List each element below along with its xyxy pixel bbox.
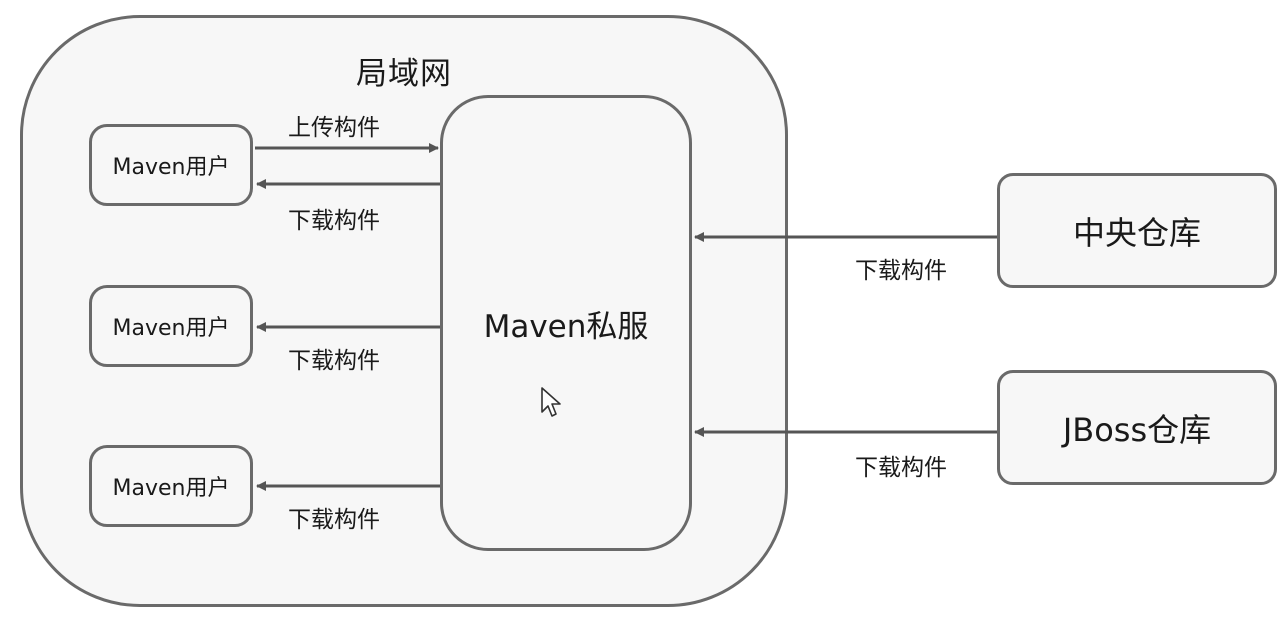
download-label-1: 下载构件 <box>288 208 380 234</box>
lan-title: 局域网 <box>356 56 452 92</box>
upload-label: 上传构件 <box>288 115 380 141</box>
maven-private-server-node: Maven私服 <box>440 95 692 551</box>
download-label-3: 下载构件 <box>288 507 380 533</box>
download-label-jboss: 下载构件 <box>855 455 947 481</box>
maven-user-node-3: Maven用户 <box>89 445 253 527</box>
private-server-label: Maven私服 <box>483 308 649 345</box>
central-repository-label: 中央仓库 <box>1072 213 1201 252</box>
jboss-repository-node: JBoss仓库 <box>997 370 1277 485</box>
download-label-2: 下载构件 <box>288 348 380 374</box>
user-label-2: Maven用户 <box>112 316 230 341</box>
download-label-central: 下载构件 <box>855 258 947 284</box>
mouse-cursor-icon <box>541 387 561 417</box>
maven-user-node-1: Maven用户 <box>89 124 253 206</box>
user-label-1: Maven用户 <box>112 155 230 180</box>
maven-user-node-2: Maven用户 <box>89 285 253 367</box>
user-label-3: Maven用户 <box>112 476 230 501</box>
central-repository-node: 中央仓库 <box>997 173 1277 288</box>
jboss-repository-label: JBoss仓库 <box>1062 410 1212 449</box>
